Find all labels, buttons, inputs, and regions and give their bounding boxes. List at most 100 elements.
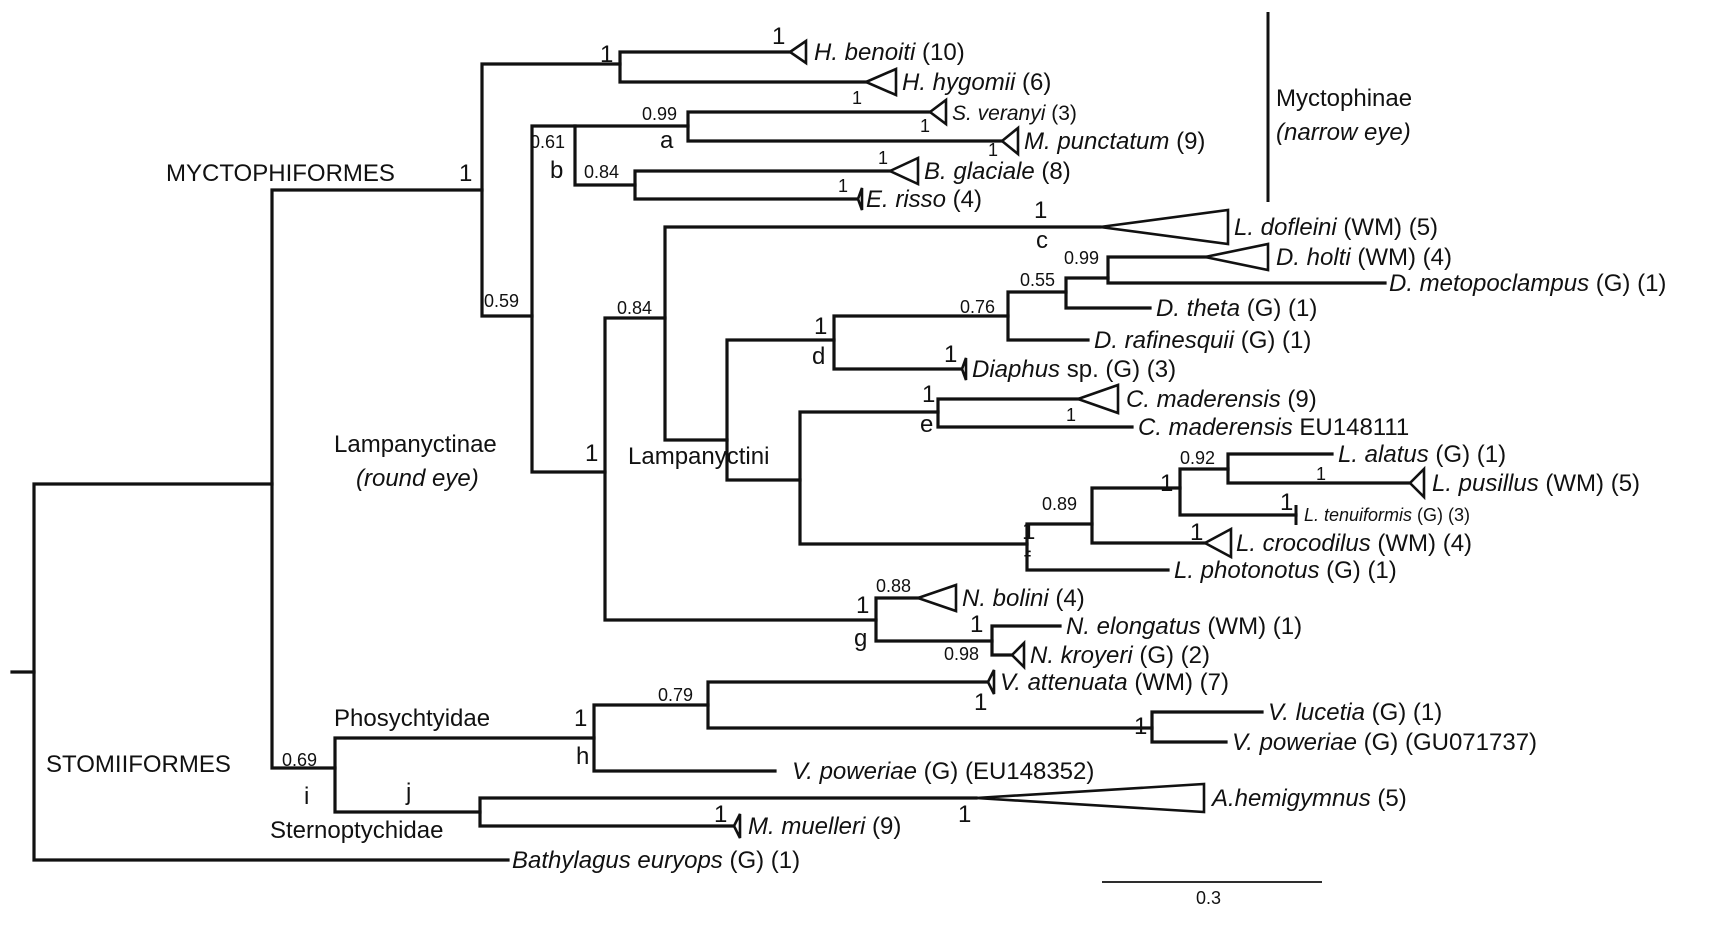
support-value: 1	[944, 341, 957, 368]
tip-label-dholti: D. holti (WM) (4)	[1276, 244, 1452, 271]
tip-label-ltenuiformis: L. tenuiformis (G) (3)	[1304, 505, 1470, 525]
support-value: 1	[1022, 518, 1035, 545]
tip-label-lcrocodilus: L. crocodilus (WM) (4)	[1236, 530, 1472, 557]
branch-hygophum	[618, 50, 868, 84]
branch-0.92	[1226, 452, 1412, 485]
tip-label-nbolini: N. bolini (4)	[962, 585, 1085, 612]
tip-label-vlucetia: V. lucetia (G) (1)	[1268, 699, 1442, 726]
branch-0.89	[1090, 486, 1207, 545]
support-value: 1	[600, 41, 613, 68]
tip-label-ahemigymnus: A.hemigymnus (5)	[1210, 785, 1407, 812]
node-letter-h: h	[576, 743, 589, 770]
tip-label-sveranyi: S. veranyi (3)	[952, 102, 1077, 125]
clade-triangle-hbenoiti	[787, 38, 808, 66]
node-letter-e: e	[920, 411, 933, 438]
group-label-phosychtyidae: Phosychtyidae	[334, 705, 490, 732]
clade-triangle-vattenuata	[986, 669, 996, 695]
tip-label-cmaderensis-eu: C. maderensis EU148111	[1138, 414, 1409, 441]
group-label-myctophinae: Myctophinae	[1276, 85, 1412, 112]
node-letter-d: d	[812, 343, 825, 370]
branch-0.84	[633, 169, 892, 201]
support-value: 0.55	[1020, 270, 1055, 290]
branch-e	[936, 397, 1134, 429]
support-value: 0.88	[876, 576, 911, 596]
collapsed-clades	[732, 38, 1426, 839]
tip-label-drafinesquii: D. rafinesquii (G) (1)	[1094, 327, 1311, 354]
group-label-myctophiformes: MYCTOPHIFORMES	[166, 160, 395, 187]
branch-lampanyctini	[725, 338, 836, 482]
support-value: 1	[856, 592, 869, 619]
clade-triangle-mpunctatum	[999, 125, 1020, 157]
branch-h	[592, 703, 777, 773]
node-letter-j: j	[405, 779, 411, 806]
clade-triangle-ahemigymnus	[975, 782, 1206, 814]
support-value: 0.76	[960, 297, 995, 317]
tip-label-diaphus: Diaphus sp. (G) (3)	[972, 356, 1176, 383]
support-value: 1	[878, 148, 888, 168]
tip-label-vpoweriae-eu: V. poweriae (G) (EU148352)	[792, 758, 1094, 785]
support-value: 0.99	[642, 104, 677, 124]
clade-triangle-hhygomii	[862, 67, 898, 97]
support-value: 1	[574, 705, 587, 732]
support-value: 0.69	[282, 750, 317, 770]
tip-label-hhygomii: H. hygomii (6)	[902, 69, 1051, 96]
support-value: 1	[772, 23, 785, 50]
clade-triangle-lpusillus	[1408, 465, 1426, 501]
branch-myctophiformes	[480, 62, 622, 318]
support-value: 1	[838, 176, 848, 196]
branch-nelong	[990, 624, 1062, 657]
branch-0.76	[1006, 290, 1090, 342]
support-value: 1	[1280, 489, 1293, 516]
group-label-myctophinae-sub: (narrow eye)	[1276, 119, 1411, 146]
branch-root	[32, 482, 510, 862]
node-letters: a b c d e f g h i j	[304, 127, 1048, 810]
scale-bar-label: 0.3	[1196, 888, 1221, 908]
support-value: 0.61	[530, 132, 565, 152]
support-value: 1	[958, 801, 971, 828]
branch-0.59	[530, 124, 607, 474]
node-letter-a: a	[660, 127, 674, 154]
clade-triangle-nkroyeri	[1010, 639, 1026, 671]
support-value: 1	[920, 116, 930, 136]
clade-triangle-ldofleini	[1099, 208, 1230, 246]
branch-0.55	[1064, 276, 1152, 310]
support-value: 0.79	[658, 685, 693, 705]
tip-label-lphotonotus: L. photonotus (G) (1)	[1174, 557, 1397, 584]
branch-lampanyctinae	[603, 316, 878, 622]
clade-triangle-sveranyi	[927, 97, 948, 127]
group-label-sternoptychidae: Sternoptychidae	[270, 817, 443, 844]
node-letter-c: c	[1036, 227, 1048, 254]
support-value: 1	[988, 140, 998, 160]
clade-triangle-nbolini	[913, 583, 958, 613]
clade-triangle-lcrocodilus	[1202, 526, 1233, 560]
scale-bar: 0.3	[1102, 881, 1322, 908]
clade-triangle-mmuelleri	[732, 813, 742, 839]
branch-d	[832, 314, 1010, 371]
support-value: 1	[1134, 713, 1147, 740]
branch-a	[686, 110, 1004, 143]
tip-label-bglaciale: B. glaciale (8)	[924, 158, 1071, 185]
group-label-lampanyctinae-sub: (round eye)	[356, 465, 479, 492]
support-value: 0.99	[1064, 248, 1099, 268]
group-labels: MYCTOPHIFORMES STOMIIFORMES Myctophinae …	[46, 85, 1412, 844]
tip-label-vattenuata: V. attenuata (WM) (7)	[1000, 669, 1229, 696]
tip-label-mpunctatum: M. punctatum (9)	[1024, 128, 1205, 155]
group-label-lampanyctinae: Lampanyctinae	[334, 431, 497, 458]
tip-label-lpusillus: L. pusillus (WM) (5)	[1432, 470, 1640, 497]
support-value: 1	[585, 440, 598, 467]
tip-label-nkroyeri: N. kroyeri (G) (2)	[1030, 642, 1210, 669]
tip-labels: H. benoiti (10) H. hygomii (6) S. verany…	[512, 39, 1666, 874]
support-value: 0.59	[484, 291, 519, 311]
support-value: 1	[1190, 519, 1203, 546]
support-value: 1	[1066, 405, 1076, 425]
support-value: 1	[1160, 470, 1173, 497]
support-value: 1	[459, 160, 472, 187]
branch-lamp-genera	[798, 410, 1029, 546]
branch-g	[874, 596, 994, 643]
node-letter-g: g	[854, 625, 867, 652]
support-value: 0.92	[1180, 448, 1215, 468]
tip-label-erisso: E. risso (4)	[866, 186, 982, 213]
tip-label-hbenoiti: H. benoiti (10)	[814, 39, 965, 66]
support-value: 1	[852, 88, 862, 108]
